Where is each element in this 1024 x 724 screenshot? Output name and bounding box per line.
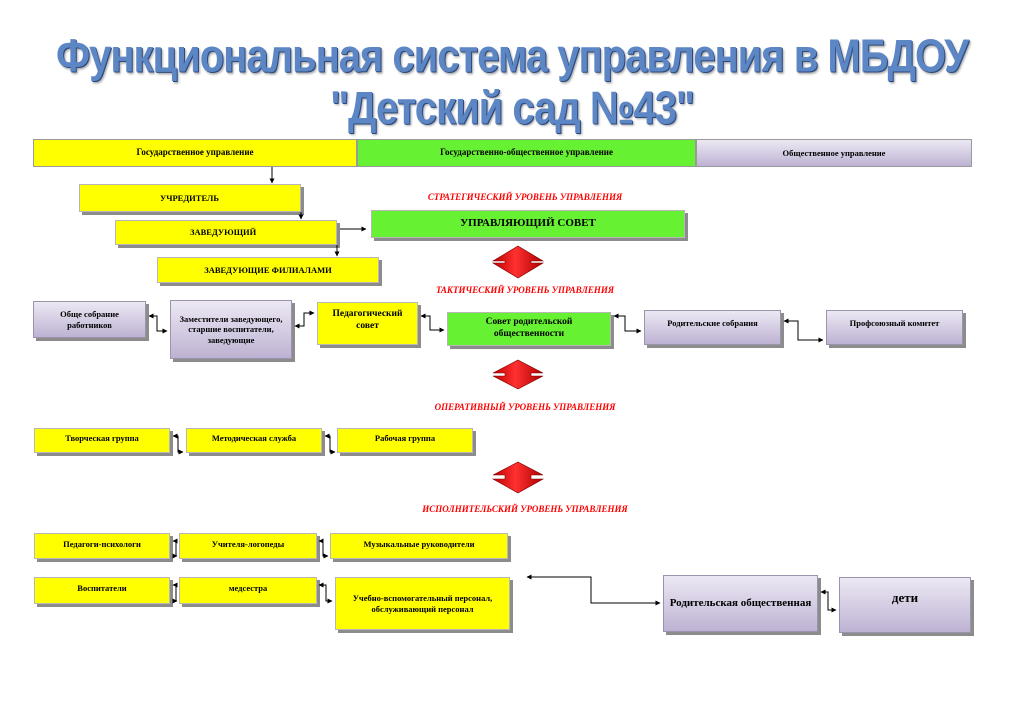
parentcouncil-meetings-connector xyxy=(613,313,642,334)
deputies-box: Заместители заведующего, старшие воспита… xyxy=(170,300,292,359)
parents-children-connector xyxy=(820,589,837,613)
page-title: Функциональная система управления в МБДО… xyxy=(55,31,969,134)
public-management-header: Общественное управление xyxy=(696,139,972,167)
general-meeting-box: Обще собрание работников xyxy=(33,301,146,338)
nurse-support-connector xyxy=(318,582,333,604)
support-staff-box: Учебно-вспомогательный персонал, обслужи… xyxy=(335,577,510,630)
psychologists-box: Педагоги-психологи xyxy=(34,533,170,559)
methodical-service-box: Методическая служба xyxy=(186,428,322,453)
branch-heads-box: ЗАВЕДУЮЩИЕ ФИЛИАЛАМИ xyxy=(157,257,379,283)
method-work-connector xyxy=(324,433,336,455)
speech-therapists-box: Учителя-логопеды xyxy=(179,533,317,559)
parents-community-box: Родительская общественная xyxy=(663,575,818,632)
tactical-operative-arrow-icon xyxy=(492,359,544,390)
work-group-box: Рабочая группа xyxy=(337,428,473,453)
pedcouncil-parentcouncil-connector xyxy=(420,313,445,333)
psych-speech-connector xyxy=(172,538,178,559)
governing-council-box: УПРАВЛЯЮЩИЙ СОВЕТ xyxy=(371,210,685,238)
staff-parents-connector xyxy=(526,574,661,606)
executive-level-label: ИСПОЛНИТЕЛЬСКИЙ УРОВЕНЬ УПРАВЛЕНИЯ xyxy=(422,504,628,514)
operative-executive-arrow-icon xyxy=(491,461,545,494)
strategic-level-label: СТРАТЕГИЧЕСКИЙ УРОВЕНЬ УПРАВЛЕНИЯ xyxy=(427,192,623,202)
tactical-level-label: ТАКТИЧЕСКИЙ УРОВЕНЬ УПРАВЛЕНИЯ xyxy=(435,285,615,295)
creative-group-box: Творческая группа xyxy=(34,428,170,453)
parent-meetings-box: Родительские собрания xyxy=(644,310,781,345)
pedagogical-council-box: Педагогический совет xyxy=(317,302,418,345)
children-box: дети xyxy=(839,577,971,633)
strategic-tactical-arrow-icon xyxy=(491,245,545,279)
founder-box: УЧРЕДИТЕЛЬ xyxy=(79,184,301,212)
operative-level-label: ОПЕРАТИВНЫЙ УРОВЕНЬ УПРАВЛЕНИЯ xyxy=(434,402,616,412)
meetings-union-connector xyxy=(783,318,824,343)
head-box: ЗАВЕДУЮЩИЙ xyxy=(115,220,337,245)
nurse-box: медсестра xyxy=(179,577,317,604)
trade-union-box: Профсоюзный комитет xyxy=(826,310,963,345)
state-public-management-header: Государственно-общественное управление xyxy=(357,139,696,167)
speech-music-connector xyxy=(318,538,329,559)
creative-method-connector xyxy=(172,433,184,455)
music-directors-box: Музыкальные руководители xyxy=(330,533,508,559)
educators-box: Воспитатели xyxy=(34,577,170,604)
state-management-header: Государственное управление xyxy=(33,139,357,167)
parent-council-box: Совет родительской общественности xyxy=(447,312,611,346)
meeting-deputies-connector xyxy=(148,313,168,334)
educators-nurse-connector xyxy=(172,582,178,604)
deputies-pedcouncil-connector xyxy=(294,310,315,329)
